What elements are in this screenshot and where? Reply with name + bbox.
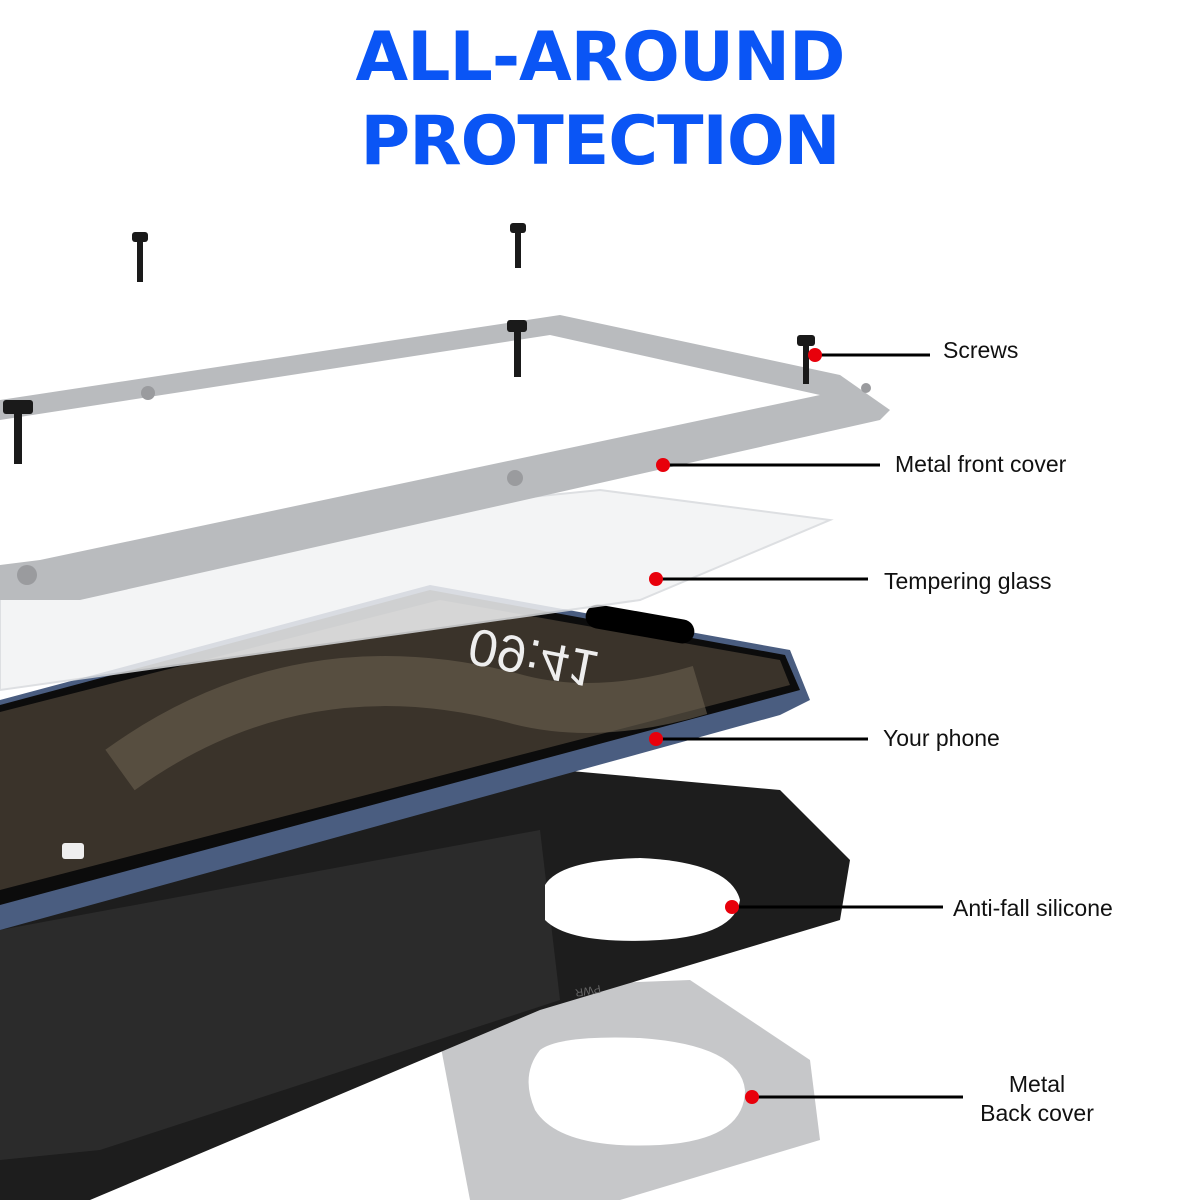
label-metal-back-cover-line2: Back cover xyxy=(980,1100,1094,1126)
camera-icon xyxy=(62,843,84,859)
anti-fall-silicone: PWR xyxy=(0,770,850,1200)
phone: 09:41 xyxy=(0,585,810,930)
label-metal-front-cover: Metal front cover xyxy=(895,451,1067,477)
callout-dots xyxy=(649,348,822,1104)
label-anti-fall-silicone: Anti-fall silicone xyxy=(953,895,1113,921)
label-your-phone: Your phone xyxy=(883,725,1000,751)
headline-line1: ALL-AROUND xyxy=(355,18,846,97)
headline-line2: PROTECTION xyxy=(360,102,840,181)
metal-back-cover xyxy=(430,980,820,1200)
label-tempering-glass: Tempering glass xyxy=(884,568,1052,594)
metal-front-cover xyxy=(0,315,890,600)
label-metal-back-cover: Metal Back cover xyxy=(962,1070,1112,1128)
label-screws: Screws xyxy=(943,337,1019,363)
screws xyxy=(3,223,815,464)
label-metal-back-cover-line1: Metal xyxy=(1008,1071,1066,1097)
pwr-marking: PWR xyxy=(574,982,601,998)
callout-leaders xyxy=(656,353,963,1099)
